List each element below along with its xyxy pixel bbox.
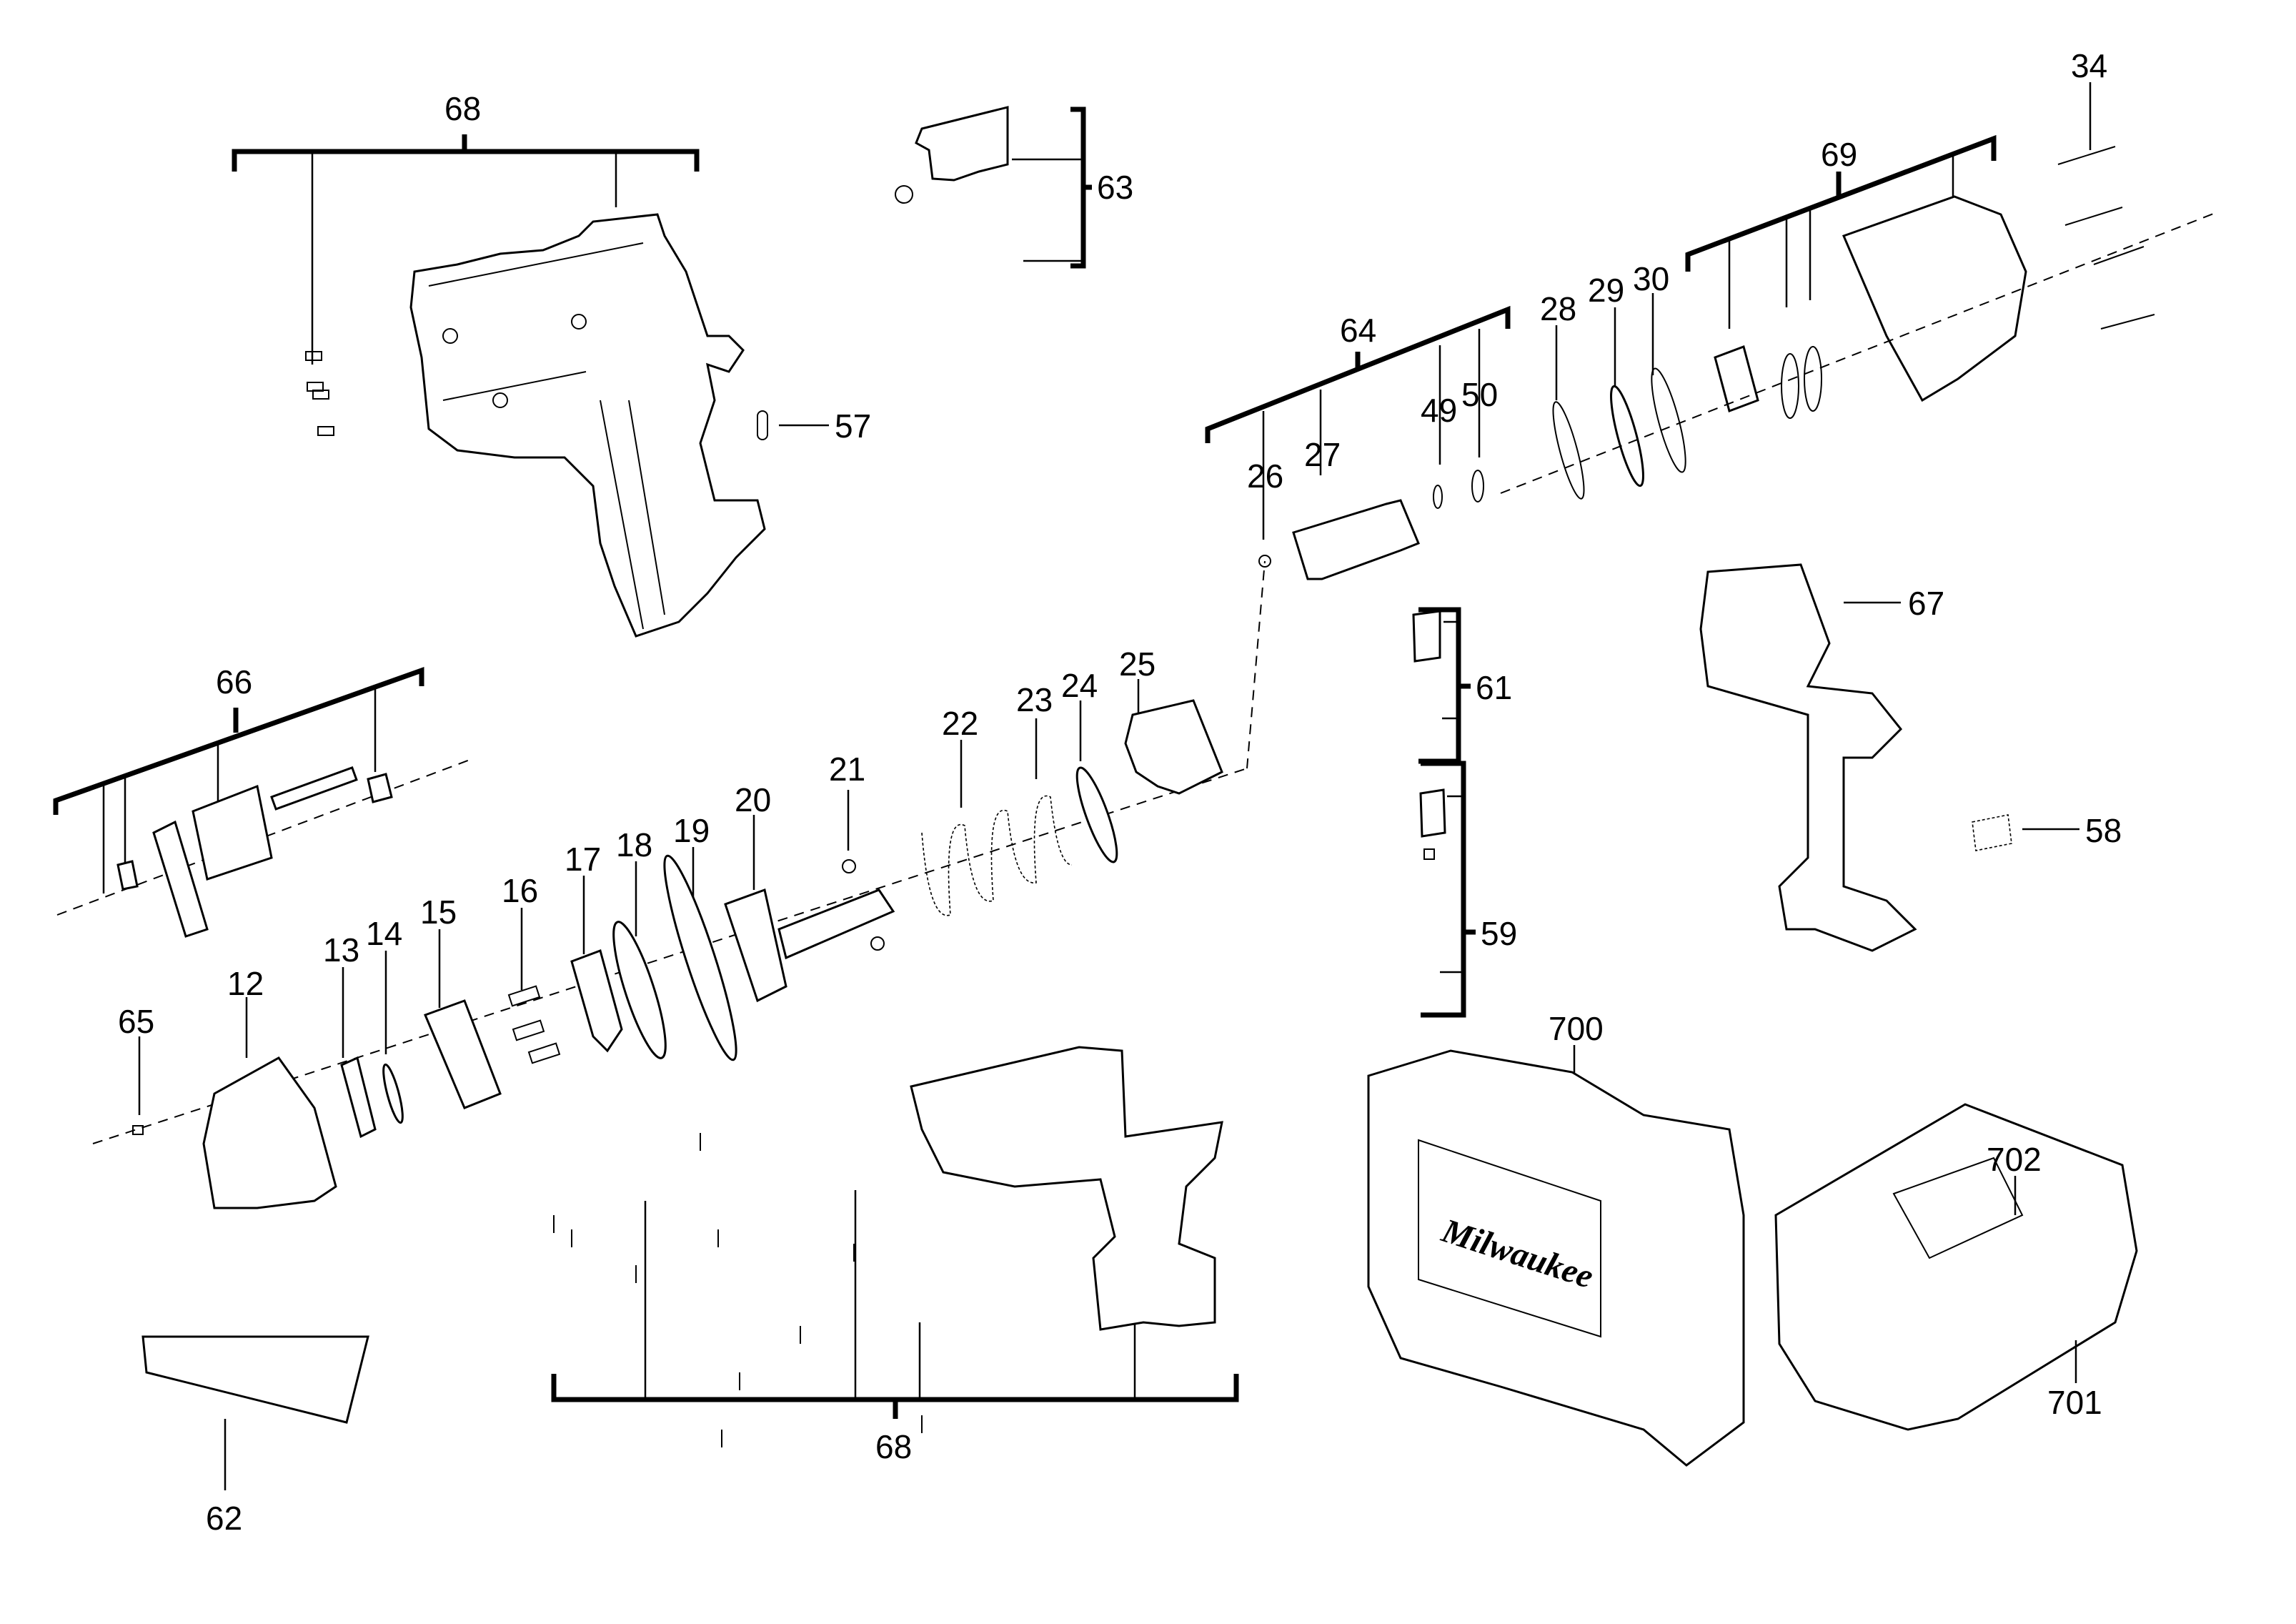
callout-group-62: 62 — [141, 1335, 369, 1537]
callout-64: 64 — [1340, 312, 1376, 349]
callout-63: 63 — [1097, 169, 1133, 206]
connection-line — [1246, 560, 1266, 769]
callout-group-34: 34 — [1500, 47, 2216, 494]
callout-group-58: 58 — [1972, 812, 2122, 851]
callout-group-65: 65 — [118, 1003, 154, 1135]
callout-59: 59 — [1481, 915, 1517, 952]
callout-700: 700 — [1549, 1010, 1604, 1047]
callout-13: 13 — [323, 931, 359, 969]
callout-28: 28 — [1540, 290, 1576, 327]
callout-group-23: 23 — [1016, 681, 1053, 779]
callout-group-66: 66 — [53, 663, 472, 938]
callout-67: 67 — [1908, 585, 1944, 622]
callout-group-64: 64 26 27 49 50 — [1205, 305, 1511, 540]
callout-group-19: 19 — [663, 812, 737, 1061]
callout-68-bottom: 68 — [875, 1428, 912, 1465]
callout-24: 24 — [1061, 667, 1098, 704]
callout-65: 65 — [118, 1003, 154, 1040]
callout-14: 14 — [366, 915, 402, 952]
callout-12: 12 — [227, 965, 264, 1002]
callout-30: 30 — [1633, 260, 1669, 297]
callout-61: 61 — [1476, 669, 1512, 706]
callout-group-21: 21 — [829, 751, 885, 951]
callout-group-701-702: 702 701 — [1774, 1103, 2138, 1431]
callout-22: 22 — [942, 705, 978, 742]
callout-68-top: 68 — [444, 90, 481, 127]
callout-group-57: 57 — [757, 407, 871, 445]
callout-50: 50 — [1461, 376, 1498, 413]
callout-69: 69 — [1821, 136, 1857, 173]
callout-group-18: 18 — [612, 826, 667, 1059]
callout-62: 62 — [206, 1500, 242, 1537]
housing-left-half-part — [409, 213, 766, 638]
callout-26: 26 — [1247, 457, 1283, 495]
screws-part — [553, 1133, 923, 1447]
callout-group-13-14: 13 14 — [323, 915, 404, 1139]
callout-17: 17 — [565, 841, 601, 878]
small-inserts-part — [305, 351, 334, 436]
callout-group-25: 25 — [1119, 645, 1223, 795]
callout-group-17: 17 — [565, 841, 623, 1053]
callout-19: 19 — [673, 812, 710, 849]
callout-group-69: 69 — [1685, 134, 2027, 419]
callout-58: 58 — [2085, 812, 2122, 849]
callout-66: 66 — [216, 663, 252, 700]
callout-15: 15 — [420, 893, 457, 931]
drivetrain-axis — [92, 768, 1248, 1144]
callout-57: 57 — [835, 407, 871, 445]
callout-16: 16 — [502, 872, 538, 909]
callout-27: 27 — [1304, 436, 1341, 473]
callout-18: 18 — [616, 826, 652, 863]
callout-group-68-bottom: 68 — [551, 1046, 1239, 1465]
callout-49: 49 — [1421, 392, 1457, 429]
callout-29: 29 — [1588, 272, 1624, 309]
callout-group-61: 61 — [1412, 607, 1512, 764]
callout-34: 34 — [2071, 47, 2107, 84]
callout-25: 25 — [1119, 645, 1156, 683]
callout-group-63: 63 — [895, 106, 1133, 269]
callout-702: 702 — [1987, 1141, 2042, 1178]
callout-group-20: 20 — [724, 781, 895, 1003]
callout-group-24: 24 — [1061, 667, 1118, 863]
callout-group-22: 22 — [921, 705, 1073, 916]
anvil-part — [1258, 470, 1484, 580]
callout-group-700: 700 Milwaukee — [1367, 1010, 1745, 1467]
callout-group-16: 16 — [502, 872, 561, 1064]
callout-group-12: 12 — [202, 965, 337, 1209]
callout-21: 21 — [829, 751, 865, 788]
callout-701: 701 — [2047, 1384, 2102, 1421]
callout-group-67: 67 — [1699, 563, 1944, 952]
callout-group-15: 15 — [420, 893, 502, 1109]
callout-group-28-30: 28 29 30 — [1540, 260, 1686, 500]
callout-23: 23 — [1016, 681, 1053, 718]
callout-20: 20 — [735, 781, 771, 818]
callout-group-68-top: 68 — [232, 90, 700, 365]
callout-group-59: 59 — [1419, 761, 1517, 1018]
